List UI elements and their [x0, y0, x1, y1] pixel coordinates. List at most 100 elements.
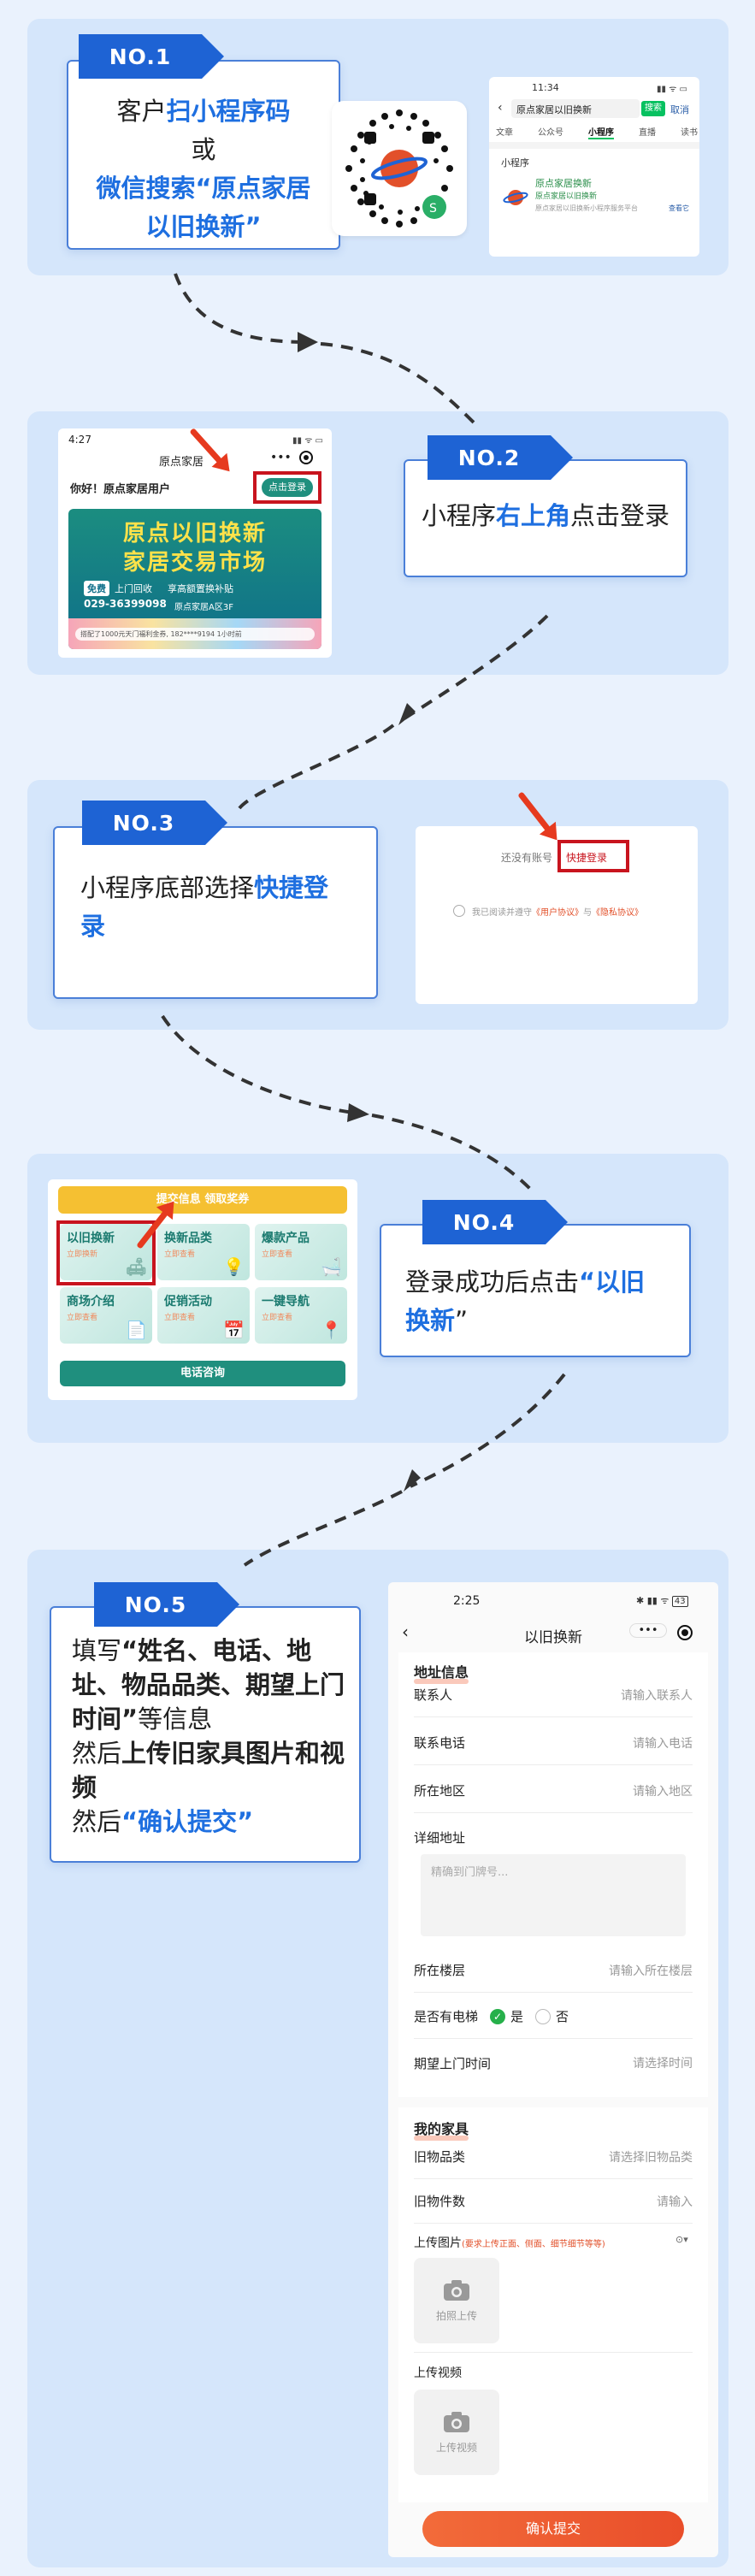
- field-label: 旧物品类: [414, 2149, 466, 2165]
- phone-input[interactable]: 请输入电话: [633, 1736, 693, 1751]
- search-screenshot: 11:34 ▮▮ ᯤ ▭ ‹ 原点家居以旧换新 搜索 取消 文章 公众号 小程序…: [489, 77, 699, 257]
- back-icon[interactable]: ‹: [498, 101, 503, 115]
- tile-hot-products[interactable]: 爆款产品立即查看🛁: [255, 1224, 347, 1280]
- photo-upload-button[interactable]: 拍照上传: [414, 2258, 499, 2343]
- phone-consult-button[interactable]: 电话咨询: [60, 1361, 345, 1386]
- banner-service: 上门回收: [115, 583, 152, 594]
- field-label: 是否有电梯: [414, 2009, 479, 2024]
- user-agreement-link[interactable]: 《用户协议》: [532, 908, 583, 918]
- floor-input[interactable]: 请输入所在楼层: [609, 1964, 693, 1978]
- elevator-no-radio[interactable]: 否: [535, 2007, 569, 2025]
- step-text: 点击登录: [570, 501, 670, 530]
- tab-official[interactable]: 公众号: [538, 128, 563, 138]
- category-row[interactable]: 旧物品类 请选择旧物品类: [414, 2135, 693, 2179]
- no-account-text: 还没有账号: [501, 852, 553, 864]
- mini-program-qr[interactable]: S: [332, 101, 467, 236]
- tile-trade-in[interactable]: 以旧换新立即换新🛋: [60, 1224, 152, 1280]
- field-label: 期望上门时间: [414, 2055, 492, 2071]
- step5-panel: NO.5 填写“姓名、电话、地址、物品品类、期望上门时间”等信息然后上传旧家具图…: [27, 1550, 728, 2567]
- close-mini-icon[interactable]: [677, 1625, 693, 1640]
- form-title: 以旧换新: [524, 1629, 582, 1646]
- result-item[interactable]: 原点家居换新 原点家居以旧换新 原点家居以旧换新小程序服务平台 查看它: [501, 173, 689, 224]
- tab-live[interactable]: 直播: [639, 128, 656, 138]
- search-button[interactable]: 搜索: [641, 101, 665, 116]
- cancel-button[interactable]: 取消: [670, 104, 689, 115]
- step-text: 址、物品品类、期望上门: [72, 1670, 345, 1699]
- agree-checkbox[interactable]: [453, 905, 465, 917]
- check-icon: ✓: [490, 2008, 506, 2024]
- step-text: 频: [72, 1773, 97, 1802]
- category-picker[interactable]: 请选择旧物品类: [609, 2150, 693, 2165]
- radio-circle: [535, 2008, 552, 2024]
- floor-row[interactable]: 所在楼层请输入所在楼层: [414, 1948, 693, 1993]
- banner-service2: 享高额置换补贴: [168, 583, 233, 594]
- count-input[interactable]: 请输入: [657, 2195, 693, 2209]
- step-text: 时间”: [72, 1705, 139, 1734]
- step-text-line: 址、物品品类、期望上门: [72, 1668, 347, 1702]
- tile-label: 以旧换新: [67, 1232, 115, 1245]
- close-mini-icon[interactable]: [299, 451, 313, 464]
- back-icon[interactable]: ‹: [402, 1622, 409, 1642]
- step-text: 等信息: [138, 1705, 213, 1734]
- elevator-yes-radio[interactable]: ✓是: [490, 2007, 523, 2025]
- tile-categories[interactable]: 换新品类立即查看💡: [157, 1224, 250, 1280]
- location-icon: ⊙▾: [675, 2234, 688, 2245]
- camera-icon: [444, 2411, 469, 2432]
- highlight-text: “确认提交”: [121, 1807, 254, 1836]
- tile-promotions[interactable]: 促销活动立即查看📅: [157, 1287, 250, 1344]
- region-input[interactable]: 请输入地区: [633, 1784, 693, 1799]
- search-tabs: 文章 公众号 小程序 直播 读书: [496, 125, 698, 139]
- visit-time-row[interactable]: 期望上门时间 请选择时间: [414, 2041, 693, 2085]
- tab-read[interactable]: 读书: [681, 128, 698, 138]
- radio-label: 否: [556, 2009, 569, 2024]
- tile-sub: 立即查看: [67, 1314, 98, 1322]
- step-text: 上传旧家具图片和视: [121, 1739, 345, 1768]
- tab-articles[interactable]: 文章: [496, 128, 513, 138]
- address-section-title: 地址信息: [414, 1661, 469, 1684]
- promo-banner[interactable]: 原点以旧换新 家居交易市场 免费 上门回收 享高额置换补贴 029-363990…: [68, 509, 321, 649]
- divider: [414, 2352, 693, 2353]
- privacy-link[interactable]: 《隐私协议》: [592, 908, 643, 918]
- photo-label: 上传图片: [414, 2236, 462, 2250]
- video-upload-button[interactable]: 上传视频: [414, 2390, 499, 2475]
- phone-row[interactable]: 联系电话请输入电话: [414, 1721, 693, 1765]
- and-text: 与: [583, 908, 592, 918]
- step2-text: 小程序右上角点击登录: [405, 461, 686, 535]
- photo-label-row: 上传图片(要求上传正面、侧面、细节细节等等): [414, 2234, 605, 2251]
- agreement-text: 我已阅读并遵守《用户协议》与《隐私协议》: [472, 905, 643, 918]
- region-row[interactable]: 所在地区 请输入地区: [414, 1769, 693, 1813]
- more-icon[interactable]: •••: [629, 1623, 667, 1638]
- login-button[interactable]: 点击登录: [262, 478, 313, 497]
- submit-button[interactable]: 确认提交: [422, 2511, 684, 2547]
- contact-row[interactable]: 联系人请输入联系人: [414, 1673, 693, 1717]
- visit-time-picker[interactable]: 请选择时间: [633, 2057, 693, 2071]
- step-text: 小程序底部: [80, 873, 205, 902]
- form-screenshot: 2:25 ✱ ▮▮ ᯤ 43 ‹ 以旧换新 ••• 地址信息 联系人请输入联系人…: [388, 1582, 718, 2557]
- tile-mall-intro[interactable]: 商场介绍立即查看📄: [60, 1287, 152, 1344]
- highlight-text: 换新: [405, 1306, 456, 1335]
- quick-login-button[interactable]: 快捷登录: [566, 852, 608, 864]
- highlight-box: [56, 1220, 156, 1285]
- step2-panel: 4:27 ▮▮ ᯤ ▭ 原点家居 ••• 你好！原点家居用户 点击登录 原点以旧…: [27, 411, 728, 675]
- step1-card: 客户扫小程序码或微信搜索“原点家居以旧换新”: [67, 60, 340, 250]
- more-icon[interactable]: •••: [270, 451, 292, 464]
- result-link[interactable]: 查看它: [669, 204, 689, 212]
- photo-hint: (要求上传正面、侧面、细节细节等等): [462, 2240, 605, 2249]
- furniture-section-title: 我的家具: [414, 2118, 469, 2141]
- detail-address-input[interactable]: 精确到门牌号...: [421, 1854, 686, 1936]
- field-label: 所在地区: [414, 1783, 466, 1799]
- top-banner[interactable]: 提交信息 领取奖券: [58, 1186, 347, 1214]
- step-text: 选择: [204, 873, 255, 902]
- tile-navigation[interactable]: 一键导航立即查看📍: [255, 1287, 347, 1344]
- contact-input[interactable]: 请输入联系人: [621, 1688, 693, 1703]
- result-section-label: 小程序: [501, 157, 529, 168]
- search-input[interactable]: 原点家居以旧换新: [511, 99, 640, 118]
- step3-panel: NO.3 小程序底部选择快捷登录 还没有账号 快捷登录 我已阅读并遵守《用户协议…: [27, 780, 728, 1030]
- count-row[interactable]: 旧物件数请输入: [414, 2179, 693, 2224]
- tile-label: 爆款产品: [262, 1232, 310, 1245]
- banner-address: 原点家居A区3F: [174, 603, 233, 612]
- banner-footer: 搭配了1000元天门福利金券, 182****9194 1小时前: [75, 628, 315, 641]
- status-time: 4:27: [68, 434, 91, 446]
- tab-miniprogram[interactable]: 小程序: [588, 125, 614, 139]
- step-text: 登录成功后: [405, 1267, 530, 1297]
